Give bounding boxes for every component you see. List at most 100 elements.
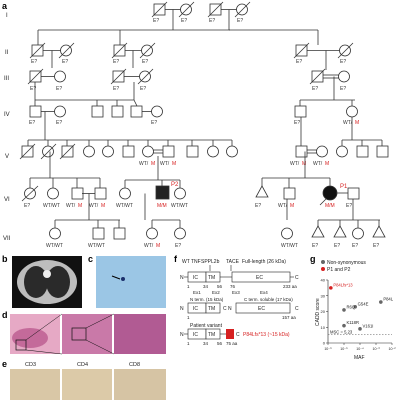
generation-label: VII	[3, 236, 11, 242]
svg-text:TM: TM	[208, 306, 215, 312]
svg-text:E?: E?	[209, 18, 215, 24]
svg-text:WT/: WT/	[89, 203, 99, 209]
svg-text:E?: E?	[62, 59, 68, 65]
svg-text:M: M	[325, 161, 329, 167]
generation-label: III	[4, 76, 9, 82]
x-tick-label: 10⁻³	[372, 347, 380, 351]
svg-text:M: M	[290, 203, 294, 209]
svg-text:Ex2: Ex2	[212, 290, 220, 295]
svg-text:WT/WT: WT/WT	[88, 243, 105, 249]
data-point	[329, 286, 333, 290]
panel-letter-b: b	[2, 254, 8, 264]
svg-text:C: C	[223, 306, 227, 312]
ihc-image-cd8	[114, 369, 166, 400]
proband-label: P1	[340, 184, 348, 190]
sppl2b-label: SPPL2b	[201, 259, 220, 265]
data-point-label: V161I	[363, 323, 374, 328]
svg-text:E?: E?	[29, 120, 35, 126]
tace-label: TACE	[226, 259, 240, 265]
data-point	[342, 323, 346, 328]
x-tick-label: 10⁻⁵	[340, 347, 348, 351]
svg-text:E?: E?	[312, 243, 318, 249]
svg-text:IC: IC	[193, 332, 198, 338]
ihc-image-cd4	[62, 369, 112, 400]
svg-text:E?: E?	[373, 243, 379, 249]
variant-name: P84Lfs*13 (~15 kDa)	[243, 332, 290, 338]
y-tick-label: 10	[321, 325, 326, 330]
svg-text:WT/: WT/	[144, 243, 154, 249]
svg-text:N: N	[180, 332, 184, 338]
svg-text:C: C	[295, 275, 299, 281]
y-tick-label: 40	[321, 278, 326, 283]
svg-text:E?: E?	[142, 59, 148, 65]
svg-text:M: M	[156, 243, 160, 249]
svg-text:E?: E?	[113, 86, 119, 92]
gen-6: E? WT/WT WT/ M WT/ M WT/WT WT/WT E? WT/ …	[21, 151, 360, 209]
svg-text:E?: E?	[340, 59, 346, 65]
svg-text:56: 56	[217, 341, 223, 346]
probands: P2 M/M P1 M/M	[157, 182, 348, 209]
ihc-panel: e CD3 CD4 CD8	[2, 359, 166, 400]
svg-text:233 aa: 233 aa	[283, 284, 297, 289]
data-point	[379, 300, 383, 304]
svg-text:E?: E?	[31, 59, 37, 65]
panel-letter-f: f	[174, 254, 178, 264]
gen-3: E? E? E? E? E? E?	[27, 50, 350, 92]
svg-text:WT/WT: WT/WT	[46, 243, 63, 249]
x-axis-label: MAF	[354, 355, 365, 361]
full-length-label: Full-length (26 kDa)	[242, 259, 286, 265]
svg-text:E?: E?	[312, 86, 318, 92]
x-tick-label: 10⁻⁴	[356, 347, 364, 351]
panel-letter-a: a	[2, 1, 8, 11]
svg-text:E?: E?	[352, 243, 358, 249]
svg-text:M: M	[172, 161, 176, 167]
generation-label: II	[5, 50, 9, 56]
svg-text:E?: E?	[237, 18, 243, 24]
svg-text:WT/: WT/	[290, 161, 300, 167]
data-point-label: G54E	[358, 301, 369, 306]
svg-text:WT/: WT/	[160, 161, 170, 167]
svg-text:M: M	[302, 161, 306, 167]
svg-text:1: 1	[187, 315, 190, 320]
svg-text:TM: TM	[208, 275, 215, 281]
svg-text:E?: E?	[296, 59, 302, 65]
svg-text:E?: E?	[153, 18, 159, 24]
svg-text:E?: E?	[151, 120, 157, 126]
x-tick-label: 10⁻²	[388, 347, 396, 351]
svg-text:WT/: WT/	[139, 161, 149, 167]
svg-text:E?: E?	[113, 59, 119, 65]
x-tick-label: 10⁻⁶	[324, 347, 332, 351]
svg-text:E?: E?	[255, 203, 261, 209]
wt-tnf-label: WT TNF	[182, 259, 201, 265]
ihc-label: CD3	[25, 362, 36, 368]
panel-letter-c: c	[88, 254, 93, 264]
y-tick-label: 20	[321, 309, 326, 314]
legend-marker-nonsyn	[321, 260, 325, 264]
svg-text:IC: IC	[193, 306, 198, 312]
generation-label: VI	[4, 197, 10, 203]
data-point	[358, 327, 362, 331]
svg-text:M: M	[101, 203, 105, 209]
y-tick-label: 0	[323, 341, 326, 346]
proband-label: P2	[171, 182, 179, 188]
svg-text:WT/WT: WT/WT	[43, 203, 60, 209]
panel-letter-g: g	[310, 254, 316, 264]
gen-5: WT/ M WT/ M WT/ M WT/ M	[19, 111, 389, 167]
msc-label: MSC = 5.23	[330, 329, 353, 334]
gen-7: WT/WT WT/WT WT/ M E? WT/WT E? E? E? E?	[46, 193, 386, 249]
c-term-label: C term. soluble (17 kDa)	[244, 297, 293, 302]
svg-text:M: M	[151, 161, 155, 167]
histology-high-mag	[114, 314, 166, 354]
histology-panel: d	[2, 310, 166, 355]
svg-text:76: 76	[230, 284, 236, 289]
data-point-label: K118R	[347, 320, 360, 325]
panel-letter-d: d	[2, 310, 8, 320]
svg-text:WT/: WT/	[313, 161, 323, 167]
y-axis-label: CADD score	[315, 298, 321, 326]
svg-text:56: 56	[217, 284, 223, 289]
histology-mid-mag	[62, 314, 112, 354]
svg-text:WT/: WT/	[343, 120, 353, 126]
svg-text:Ex4: Ex4	[260, 290, 268, 295]
